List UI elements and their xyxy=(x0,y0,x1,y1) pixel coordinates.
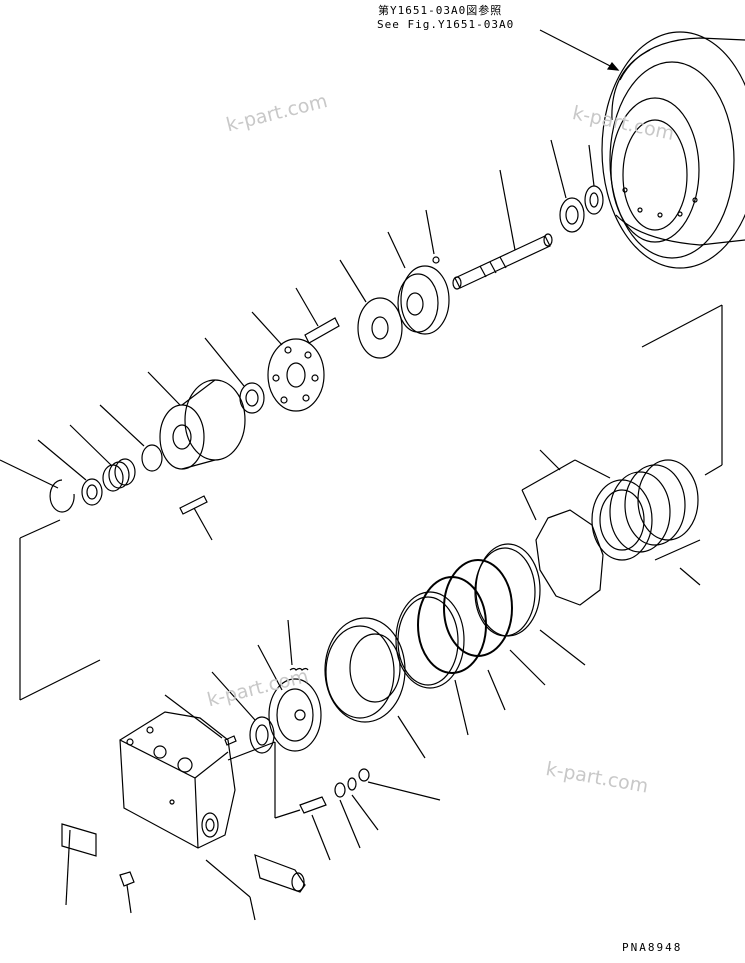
valve-plate xyxy=(258,645,321,751)
ref-leader-line xyxy=(540,30,618,70)
washer-thin xyxy=(100,405,162,471)
nut xyxy=(585,145,603,214)
spring-lower xyxy=(288,620,308,670)
bearing-small xyxy=(551,140,584,232)
brake-disc-pack xyxy=(522,450,700,605)
plug-screw xyxy=(120,872,134,913)
final-drive-housing xyxy=(602,32,745,268)
check-valve-group xyxy=(228,742,440,860)
retainer-plate xyxy=(252,312,324,411)
drawing-number: PNA8948 xyxy=(622,941,683,954)
dowel-pin xyxy=(180,496,212,540)
piston-pin xyxy=(296,288,339,343)
snap-ring xyxy=(0,460,74,512)
brake-piston xyxy=(325,618,425,758)
relief-valve xyxy=(206,855,305,920)
reference-english: See Fig.Y1651-03A0 xyxy=(377,18,515,31)
ref-arrowhead xyxy=(608,63,618,70)
o-ring-medium xyxy=(418,577,505,710)
motor-case xyxy=(120,712,235,848)
drive-shaft xyxy=(453,170,552,289)
valve-plate-drum xyxy=(388,232,449,334)
steel-ball xyxy=(426,210,439,263)
piston-ring xyxy=(396,592,468,735)
reference-japanese: 第Y1651-03A0図参照 xyxy=(378,4,503,17)
spring xyxy=(70,425,135,491)
bracket-lines xyxy=(20,305,722,700)
spacer-washer xyxy=(38,440,102,505)
cylinder-block xyxy=(148,372,245,469)
bearing-lower xyxy=(212,672,274,753)
nameplate xyxy=(62,824,96,905)
o-ring-large xyxy=(475,544,585,665)
thrust-washer xyxy=(340,260,402,358)
spherical-bushing xyxy=(205,338,264,413)
